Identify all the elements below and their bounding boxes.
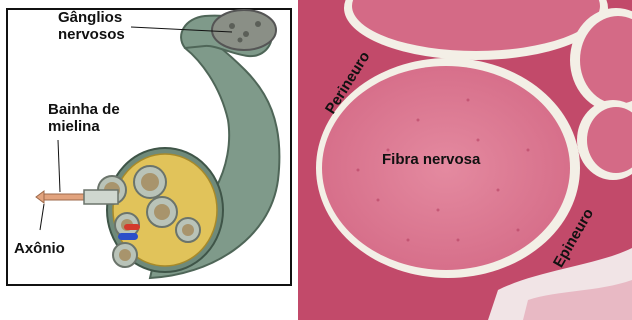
fibra-label: Fibra nervosa: [382, 151, 480, 168]
histology-panel: Perineuro Fibra nervosa Epineuro: [298, 0, 632, 320]
bainha-label: Bainha de mielina: [48, 101, 120, 135]
axonio-pointer: [40, 204, 44, 230]
ganglios-label: Gânglios nervosos: [58, 9, 125, 43]
ganglion: [212, 10, 276, 50]
bainha-pointer: [58, 140, 60, 192]
nerve-fiber-area: [322, 66, 570, 270]
vein: [118, 233, 138, 240]
artery: [124, 224, 140, 230]
nerve-illustration: [0, 0, 296, 320]
nerve-illustration-panel: Gânglios nervosos Bainha de mielina Axôn…: [0, 0, 296, 320]
axonio-label: Axônio: [14, 240, 65, 257]
